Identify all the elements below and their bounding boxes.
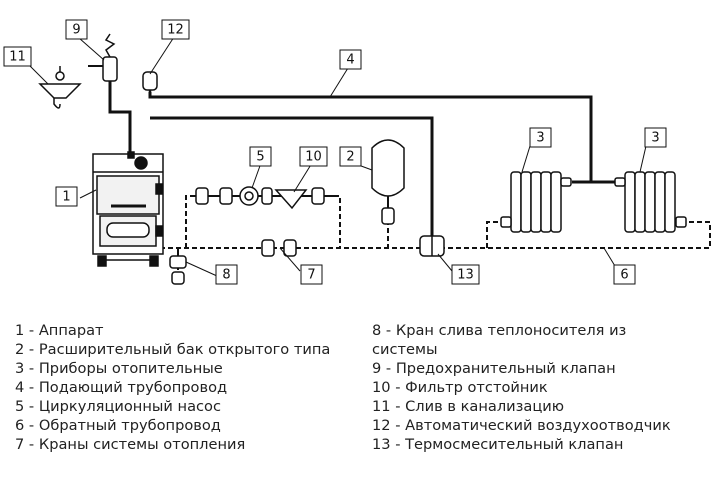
supply-branch-mixer xyxy=(150,116,434,238)
callout-4: 4 xyxy=(346,53,354,68)
legend-item-12: 12 - Автоматический воздухоотводчик xyxy=(372,417,671,434)
radiator-a xyxy=(500,171,572,233)
legend-right: 8 - Кран слива теплоносителя из системы … xyxy=(372,321,692,454)
legend-item-7: 7 - Краны системы отопления xyxy=(15,436,246,453)
callout-9: 9 xyxy=(72,23,80,38)
sewer-drain xyxy=(38,66,82,109)
callout-6: 6 xyxy=(620,268,628,283)
air-vent xyxy=(142,71,158,98)
callout-10: 10 xyxy=(305,150,322,165)
legend-item-5: 5 - Циркуляционный насос xyxy=(15,398,222,415)
safety-valve xyxy=(88,33,118,82)
callout-7: 7 xyxy=(307,268,315,283)
callout-3-a: 3 xyxy=(536,131,544,146)
callout-11: 11 xyxy=(9,50,26,65)
legend-item-11: 11 - Слив в канализацию xyxy=(372,398,565,415)
heating-system-diagram: 1 2 3 3 4 5 6 7 8 9 10 11 12 13 xyxy=(3,19,711,285)
legend-item-13: 13 - Термосмесительный клапан xyxy=(372,436,624,453)
boiler xyxy=(92,151,164,267)
legend-item-6: 6 - Обратный трубопровод xyxy=(15,417,221,434)
legend-item-4: 4 - Подающий трубопровод xyxy=(15,379,228,396)
legend-item-10: 10 - Фильтр отстойник xyxy=(372,379,548,396)
return-radiator-a xyxy=(486,221,503,248)
callout-13: 13 xyxy=(457,268,474,283)
radiator-b xyxy=(614,171,687,233)
legend-item-3: 3 - Приборы отопительные xyxy=(15,360,223,377)
callout-5: 5 xyxy=(256,150,264,165)
callout-3-b: 3 xyxy=(651,131,659,146)
callout-8: 8 xyxy=(222,268,230,283)
callout-2: 2 xyxy=(346,150,354,165)
legend-item-2: 2 - Расширительный бак открытого типа xyxy=(15,341,331,358)
supply-pipe xyxy=(108,76,132,152)
callout-1: 1 xyxy=(62,190,70,205)
legend-left: 1 - Аппарат 2 - Расширительный бак откры… xyxy=(15,321,355,454)
callout-12: 12 xyxy=(167,23,184,38)
system-valve xyxy=(261,239,297,257)
legend-item-9: 9 - Предохранительный клапан xyxy=(372,360,616,377)
drain-tap xyxy=(169,248,187,285)
legend-item-1: 1 - Аппарат xyxy=(15,322,104,339)
supply-main xyxy=(148,92,593,184)
pump-filter-group xyxy=(192,186,336,210)
legend-item-8: 8 - Кран слива теплоносителя из системы xyxy=(372,322,627,358)
expansion-tank xyxy=(371,139,405,225)
mixing-valve xyxy=(419,235,445,257)
